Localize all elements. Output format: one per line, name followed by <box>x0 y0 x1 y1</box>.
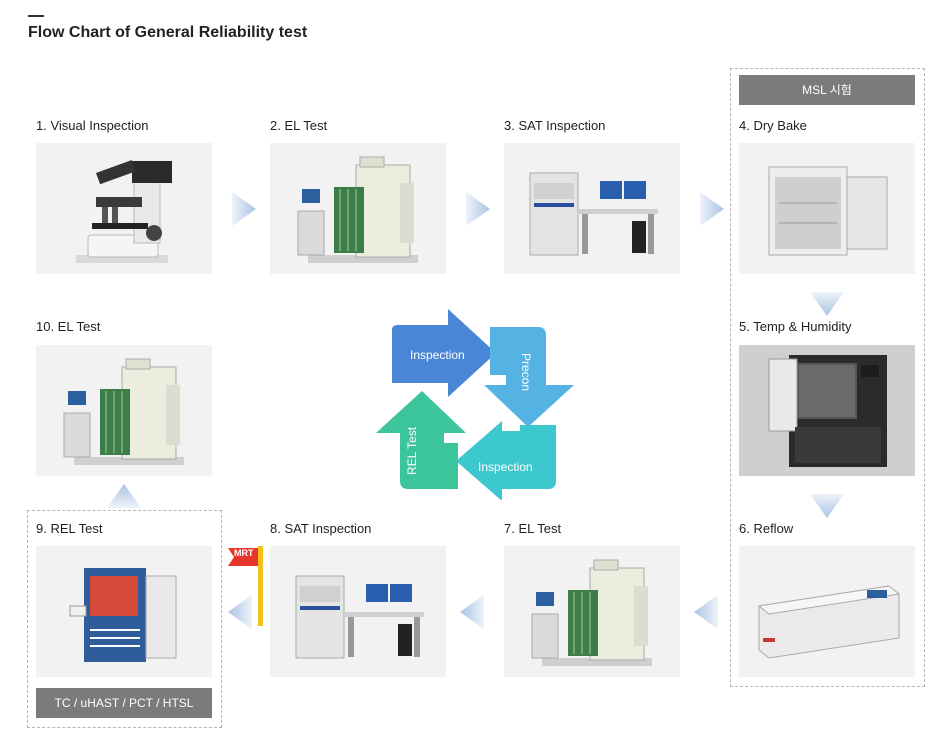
temp-humidity-chamber-image <box>739 345 915 476</box>
cycle-arrow-right <box>484 327 574 427</box>
page-title: Flow Chart of General Reliability test <box>28 24 308 41</box>
step-label-1: 1. Visual Inspection <box>36 118 149 133</box>
step-label-7: 7. EL Test <box>504 521 562 536</box>
arrow-right-icon <box>232 192 256 226</box>
el-test-image-bottom <box>504 546 680 677</box>
title-accent-line <box>28 15 44 17</box>
el-test-image-top <box>270 143 446 274</box>
step-label-4: 4. Dry Bake <box>739 118 807 133</box>
arrow-right-icon <box>466 192 490 226</box>
step-label-5: 5. Temp & Humidity <box>739 319 852 334</box>
el-test-image-final <box>36 345 212 476</box>
cycle-label-left: REL Test <box>405 426 419 475</box>
arrow-left-icon <box>694 595 718 629</box>
cycle-label-top: Inspection <box>410 348 465 362</box>
mrt-flag-icon <box>228 546 263 626</box>
reflow-oven-image <box>739 546 915 677</box>
cycle-arrow-bottom <box>456 421 556 500</box>
arrow-left-icon <box>228 595 252 629</box>
step-label-6: 6. Reflow <box>739 521 794 536</box>
arrow-left-icon <box>460 595 484 629</box>
sat-inspection-image-top <box>504 143 680 274</box>
cycle-arrow-left <box>376 391 466 489</box>
arrow-down-icon <box>810 292 844 316</box>
rel-group-box <box>27 510 222 728</box>
msl-tag: MSL 시험 <box>739 75 915 105</box>
dry-bake-oven-image <box>739 143 915 274</box>
msl-group-box <box>730 68 925 687</box>
arrow-down-icon <box>810 494 844 518</box>
step-label-2: 2. EL Test <box>270 118 328 133</box>
cycle-label-bottom: Inspection <box>478 460 533 474</box>
step-label-9: 9. REL Test <box>36 521 103 536</box>
step-label-8: 8. SAT Inspection <box>270 521 372 536</box>
cycle-arrow-top <box>392 309 496 397</box>
rel-method-tag: TC / uHAST / PCT / HTSL <box>36 688 212 718</box>
cycle-label-right: Precon <box>519 353 533 391</box>
inspection-cycle-diagram: Inspection Precon Inspection REL Test <box>376 309 574 500</box>
step-label-10: 10. EL Test <box>36 319 101 334</box>
sat-inspection-image-bottom <box>270 546 446 677</box>
rel-test-chamber-image <box>36 546 212 677</box>
microscope-image <box>36 143 212 274</box>
arrow-right-icon <box>700 192 724 226</box>
arrow-up-icon <box>107 484 141 508</box>
mrt-flag-label: MRT <box>234 548 254 558</box>
step-label-3: 3. SAT Inspection <box>504 118 606 133</box>
